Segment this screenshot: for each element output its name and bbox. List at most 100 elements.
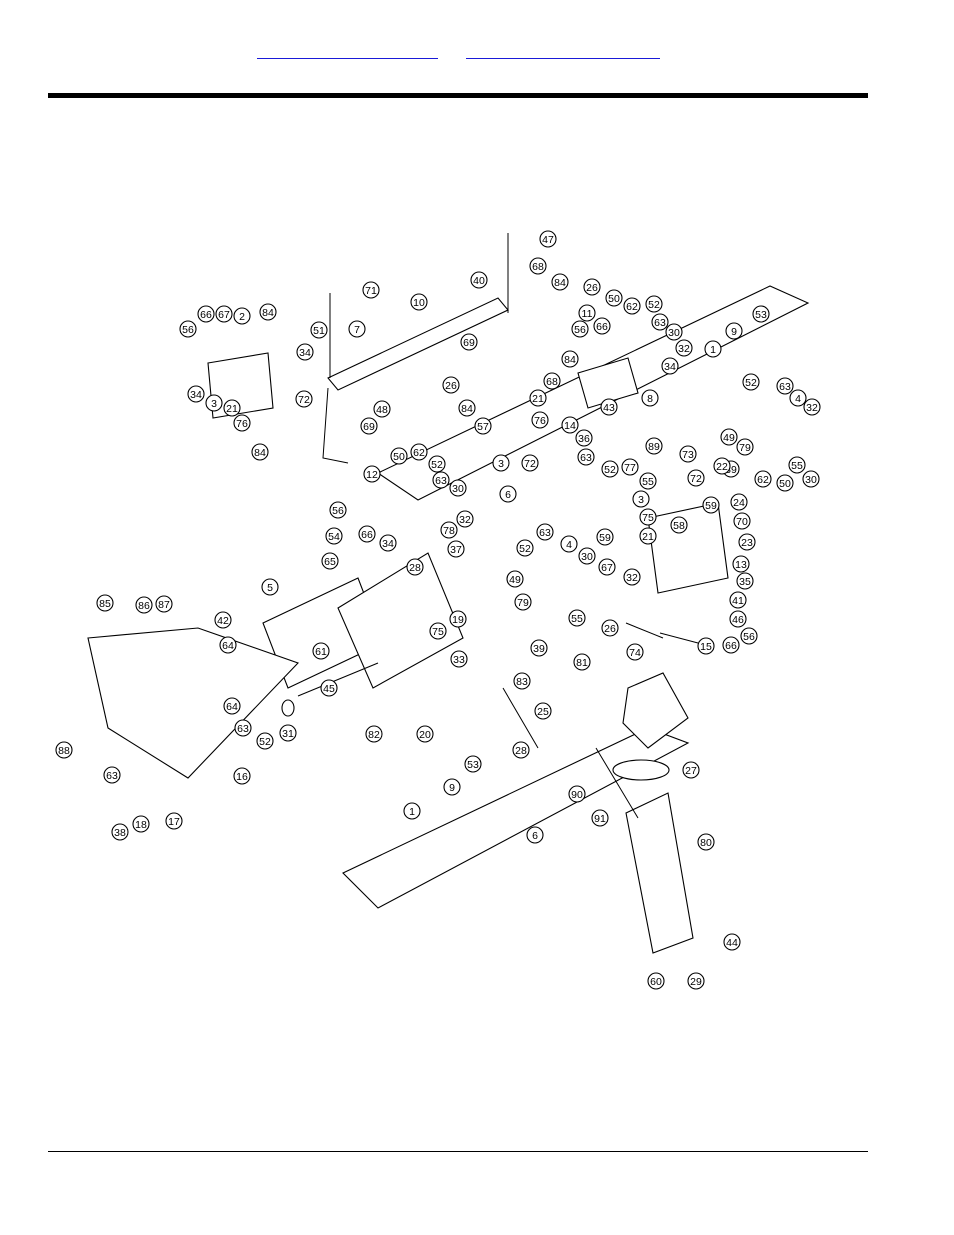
callout-7: 7 (348, 320, 366, 338)
callout-number: 46 (732, 614, 744, 626)
callout-bubble (539, 230, 557, 248)
callout-11: 11 (578, 304, 596, 322)
callout-52: 52 (742, 373, 760, 391)
hopper (87, 627, 299, 779)
callout-bubble (348, 320, 366, 338)
callout-bubble (560, 535, 578, 553)
callout-bubble (736, 572, 754, 590)
callout-number: 52 (519, 543, 531, 555)
callout-bubble (661, 357, 679, 375)
callout-bubble (529, 257, 547, 275)
callout-bubble (187, 385, 205, 403)
callout-number: 6 (532, 830, 538, 842)
callout-72: 72 (295, 390, 313, 408)
callout-56: 56 (329, 501, 347, 519)
callout-12: 12 (363, 465, 381, 483)
callout-number: 67 (601, 562, 613, 574)
callout-bubble (512, 741, 530, 759)
callout-63: 63 (432, 471, 450, 489)
callout-number: 63 (237, 723, 249, 735)
callout-18: 18 (132, 815, 150, 833)
callout-76: 76 (233, 414, 251, 432)
callout-bubble (499, 485, 517, 503)
callout-number: 4 (566, 539, 572, 551)
callout-bubble (215, 305, 233, 323)
callout-bubble (789, 389, 807, 407)
callout-bubble (390, 447, 408, 465)
callout-44: 44 (723, 933, 741, 951)
callout-number: 84 (564, 354, 576, 366)
callout-bubble (601, 619, 619, 637)
callout-14: 14 (561, 416, 579, 434)
callout-bubble (513, 672, 531, 690)
callout-number: 44 (726, 937, 738, 949)
callout-number: 79 (517, 597, 529, 609)
callout-number: 26 (604, 623, 616, 635)
callout-number: 64 (222, 640, 234, 652)
chain-83 (502, 687, 539, 749)
callout-bubble (529, 389, 547, 407)
callout-bubble (740, 627, 758, 645)
callout-60: 60 (647, 972, 665, 990)
callout-32: 32 (803, 398, 821, 416)
callout-69: 69 (360, 417, 378, 435)
callout-86: 86 (135, 596, 153, 614)
callout-bubble (223, 697, 241, 715)
callout-number: 82 (368, 729, 380, 741)
callout-71: 71 (362, 281, 380, 299)
callout-bubble (223, 399, 241, 417)
callout-number: 50 (393, 451, 405, 463)
callout-66: 66 (593, 317, 611, 335)
callout-bubble (132, 815, 150, 833)
callout-bubble (470, 271, 488, 289)
callout-13: 13 (732, 555, 750, 573)
callout-33: 33 (450, 650, 468, 668)
callout-58: 58 (670, 516, 688, 534)
callout-17: 17 (165, 812, 183, 830)
callout-26: 26 (442, 376, 460, 394)
callout-number: 48 (376, 404, 388, 416)
callout-81: 81 (573, 653, 591, 671)
callout-82: 82 (365, 725, 383, 743)
callout-number: 34 (190, 389, 202, 401)
callout-bubble (321, 552, 339, 570)
callout-51: 51 (310, 321, 328, 339)
callout-number: 40 (473, 275, 485, 287)
callout-number: 86 (138, 600, 150, 612)
callout-76: 76 (531, 411, 549, 429)
bushing (281, 699, 295, 717)
callout-bubble (526, 826, 544, 844)
header-link-left[interactable] (257, 44, 438, 59)
header-link-right[interactable] (466, 44, 660, 59)
callout-number: 12 (366, 469, 378, 481)
callout-number: 36 (578, 433, 590, 445)
callout-bubble (573, 653, 591, 671)
callout-number: 90 (571, 789, 583, 801)
callout-bubble (596, 528, 614, 546)
callout-number: 52 (604, 464, 616, 476)
callout-bubble (458, 399, 476, 417)
callout-bubble (601, 460, 619, 478)
callout-bubble (197, 305, 215, 323)
callout-46: 46 (729, 610, 747, 628)
callout-number: 80 (700, 837, 712, 849)
callout-84: 84 (458, 399, 476, 417)
callout-bubble (600, 398, 618, 416)
callout-bubble (449, 479, 467, 497)
callout-number: 62 (757, 474, 769, 486)
callout-number: 32 (626, 572, 638, 584)
callout-52: 52 (256, 732, 274, 750)
callout-30: 30 (665, 323, 683, 341)
callout-bubble (697, 833, 715, 851)
callout-number: 14 (564, 420, 576, 432)
callout-number: 50 (608, 293, 620, 305)
callout-number: 23 (741, 537, 753, 549)
callout-number: 79 (739, 442, 751, 454)
callout-number: 68 (546, 376, 558, 388)
callout-3: 3 (632, 490, 650, 508)
callout-bubble (583, 278, 601, 296)
callout-bubble (561, 350, 579, 368)
callout-number: 78 (443, 525, 455, 537)
callout-number: 85 (99, 598, 111, 610)
callout-19: 19 (449, 610, 467, 628)
